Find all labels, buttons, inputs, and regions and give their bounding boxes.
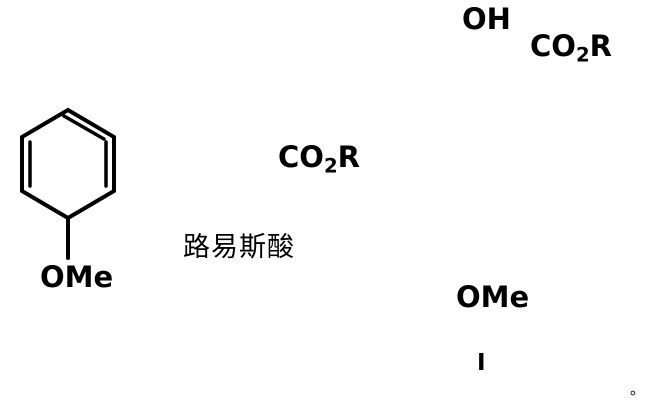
product-ester-label: CO2R [530, 32, 612, 65]
arrow-condition-label: 路易斯酸 [183, 232, 295, 263]
reagent-ester-label: CO2R [278, 143, 360, 176]
reagent-ester-main: CO [278, 140, 324, 174]
compound-number-label: I [477, 350, 486, 376]
reagent-ester-tail: R [337, 140, 360, 174]
product-ester-tail: R [589, 29, 612, 63]
product-ester-main: CO [530, 29, 576, 63]
reagent-ester-sub: 2 [323, 154, 338, 178]
trailing-punctuation: 。 [630, 380, 646, 398]
product-ester-sub: 2 [575, 43, 590, 67]
reactant-ome-label: OMe [40, 260, 114, 294]
reactant-anisole [20, 107, 116, 260]
product-ome-label: OMe [456, 280, 530, 314]
product-hydroxyl-label: OH [462, 2, 511, 36]
